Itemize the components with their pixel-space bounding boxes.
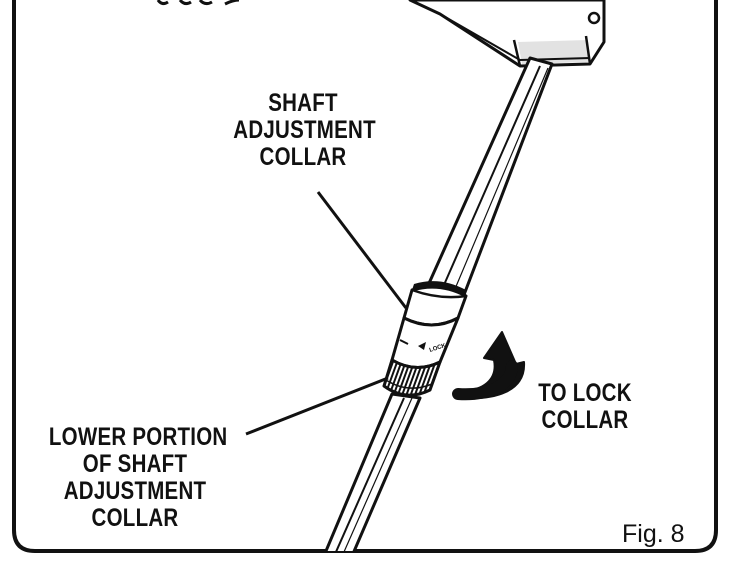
figure-frame xyxy=(12,0,718,553)
lock-marking: LOCK xyxy=(429,343,448,354)
lower-portion-label: LOWER PORTION OF SHAFT ADJUSTMENT COLLAR xyxy=(48,423,228,532)
lower-collar xyxy=(382,358,442,397)
shaft-collar-label: SHAFT ADJUSTMENT COLLAR xyxy=(233,89,376,171)
lower-portion-leader xyxy=(245,376,389,436)
rotation-arrow xyxy=(452,331,526,401)
figure-number: Fig. 8 xyxy=(622,520,685,548)
lower-shaft xyxy=(316,392,422,551)
shaft-collar-leader xyxy=(316,191,408,309)
handle-head xyxy=(408,0,606,68)
top-fragment-lines xyxy=(156,0,240,6)
to-lock-label: TO LOCK COLLAR xyxy=(538,379,632,434)
upper-shaft xyxy=(424,56,554,302)
collar-body: LOCK xyxy=(390,316,460,369)
